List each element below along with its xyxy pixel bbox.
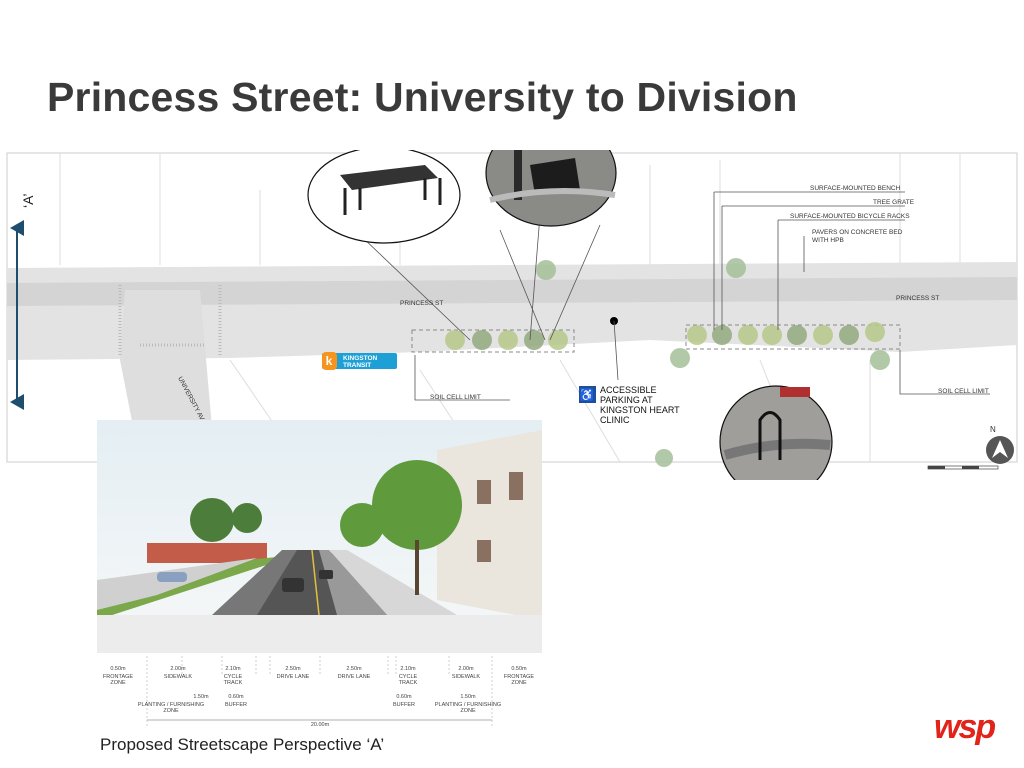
north-arrow-icon: N <box>986 425 1014 464</box>
callout-pavers: PAVERS ON CONCRETE BED <box>812 229 903 236</box>
dimension-label: ZONE <box>511 680 527 686</box>
svg-text:KINGSTON: KINGSTON <box>343 355 377 362</box>
bench-product-image <box>307 150 461 244</box>
cars <box>157 570 333 592</box>
dimension-label: PLANTING / FURNISHING <box>138 702 204 708</box>
dimension-label: SIDEWALK <box>452 674 481 680</box>
dimension-label: BUFFER <box>393 702 415 708</box>
soil-cell-label: SOIL CELL LIMIT <box>430 394 481 401</box>
section-marker-a: ‘A’ <box>10 193 36 410</box>
dimension-label: ZONE <box>110 680 126 686</box>
kingston-transit-logo: k KINGSTON TRANSIT <box>322 352 397 370</box>
dimension-label: TRACK <box>399 680 418 686</box>
crosswalks <box>118 285 222 355</box>
callout-bike-racks: SURFACE-MOUNTED BICYCLE RACKS <box>790 213 910 220</box>
dimension-value: 0.50m <box>110 666 126 672</box>
slide-title: Princess Street: University to Division <box>47 74 798 120</box>
svg-text:TRANSIT: TRANSIT <box>343 362 371 369</box>
dimension-label: PLANTING / FURNISHING <box>435 702 501 708</box>
street-label: PRINCESS ST <box>400 300 443 307</box>
dimension-value: 0.50m <box>511 666 527 672</box>
callout-tree-grate: TREE GRATE <box>873 199 915 206</box>
dimension-label: TRACK <box>224 680 243 686</box>
sidewalk <box>329 550 457 615</box>
dimension-value: 2.50m <box>346 666 362 672</box>
dimension-value: 2.00m <box>170 666 186 672</box>
trees <box>445 258 890 467</box>
svg-text:k: k <box>326 354 333 368</box>
dimension-value: 0.60m <box>396 694 412 700</box>
bench-photo <box>485 150 617 227</box>
road-lanes <box>7 277 1017 306</box>
svg-text:N: N <box>990 425 996 434</box>
streetscape-perspective-render <box>97 420 542 653</box>
svg-text:ACCESSIBLE: ACCESSIBLE <box>600 385 657 395</box>
dimension-label: ZONE <box>163 708 179 714</box>
grass <box>97 555 297 620</box>
dimension-label: SIDEWALK <box>164 674 193 680</box>
wheelchair-icon <box>579 386 596 403</box>
dimension-value: 0.60m <box>228 694 244 700</box>
dimension-label: BUFFER <box>225 702 247 708</box>
accessible-parking: ♿ ACCESSIBLE PARKING AT KINGSTON HEART C… <box>579 385 680 425</box>
svg-text:KINGSTON HEART: KINGSTON HEART <box>600 405 680 415</box>
dimension-value: 1.50m <box>193 694 209 700</box>
dimension-value: 2.00m <box>458 666 474 672</box>
svg-text:CLINIC: CLINIC <box>600 415 630 425</box>
dimension-label: FRONTAGE <box>504 674 534 680</box>
dimension-label: FRONTAGE <box>103 674 133 680</box>
soil-cell-label: SOIL CELL LIMIT <box>938 388 989 395</box>
perspective-caption: Proposed Streetscape Perspective ‘A’ <box>100 735 385 754</box>
dimension-label: CYCLE <box>224 674 243 680</box>
street-label: PRINCESS ST <box>896 295 939 302</box>
dimension-label: ZONE <box>460 708 476 714</box>
street-trees <box>190 460 462 550</box>
scale-bar <box>927 465 999 470</box>
leader-lines <box>359 191 990 401</box>
callout-pavers-2: WITH HPB <box>812 237 844 244</box>
callout-bench: SURFACE-MOUNTED BENCH <box>810 185 901 192</box>
svg-text:♿: ♿ <box>580 388 595 402</box>
university-avenue <box>120 290 215 462</box>
dimension-total: 20.00m <box>311 722 330 728</box>
site-plan: PRINCESS ST PRINCESS ST SOIL CELL LIMIT … <box>6 150 1018 480</box>
bike-rack-photo <box>719 385 833 480</box>
dimension-label: CYCLE <box>399 674 418 680</box>
svg-text:PARKING AT: PARKING AT <box>600 395 653 405</box>
dimension-value: 2.10m <box>400 666 416 672</box>
brick-building <box>147 543 267 563</box>
wsp-logo: wsp <box>934 708 996 746</box>
dimension-label: DRIVE LANE <box>277 674 310 680</box>
soil-cell-zone-1 <box>411 329 575 353</box>
soil-cell-zone-2 <box>685 324 901 350</box>
svg-text:‘A’: ‘A’ <box>20 193 36 208</box>
dimension-label: DRIVE LANE <box>338 674 371 680</box>
dimension-value: 2.10m <box>225 666 241 672</box>
dimension-value: 1.50m <box>460 694 476 700</box>
dimension-value: 2.50m <box>285 666 301 672</box>
